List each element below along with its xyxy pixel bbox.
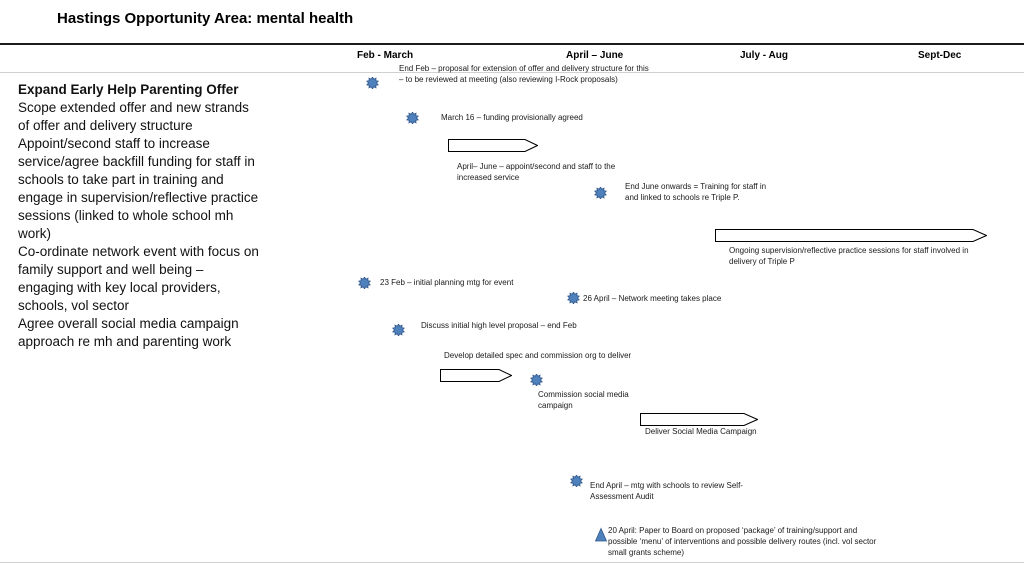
activity-label-deliver-campaign: Deliver Social Media Campaign [645, 427, 757, 436]
milestone-26-april-network: 26 April – Network meeting takes place [567, 292, 721, 304]
workstream-paragraph: Appoint/second staff to increase service… [18, 136, 259, 241]
milestone-label: End Feb – proposal for extension of offe… [399, 64, 649, 84]
timeline-arrow [715, 229, 987, 242]
timeline-arrow [640, 413, 758, 426]
star-marker-icon [530, 374, 543, 386]
milestone-label: March 16 – funding provisionally agreed [441, 113, 583, 122]
activity-label-appoint-second: April– June – appoint/second and staff t… [457, 162, 616, 182]
milestone-label: End April – mtg with schools to review S… [590, 481, 743, 501]
milestone-march-16-funding: March 16 – funding provisionally agreed [406, 112, 583, 124]
milestone-discuss-proposal: Discuss initial high level proposal – en… [392, 321, 577, 336]
star-marker-icon [406, 112, 419, 124]
star-marker-icon [366, 77, 379, 89]
workstream-description-panel: Expand Early Help Parenting Offer Scope … [18, 80, 260, 351]
triangle-marker-icon [595, 527, 607, 542]
milestone-end-feb-proposal: End Feb – proposal for extension of offe… [366, 64, 649, 89]
workstream-paragraph: Co-ordinate network event with focus on … [18, 244, 259, 313]
timeline-arrow [440, 369, 512, 382]
star-marker-icon [358, 277, 371, 289]
milestone-label: 26 April – Network meeting takes place [583, 294, 722, 303]
milestone-label: End June onwards = Training for staff in… [625, 182, 767, 202]
star-marker-icon [570, 475, 583, 487]
workstream-heading: Expand Early Help Parenting Offer [18, 82, 239, 97]
star-marker-icon [567, 292, 580, 304]
column-header-july-aug: July - Aug [740, 50, 788, 61]
milestone-label: Discuss initial high level proposal – en… [421, 321, 577, 330]
milestone-commission-social-media: Commission social media campaign [530, 374, 629, 410]
activity-label-ongoing-supervision: Ongoing supervision/reflective practice … [729, 246, 969, 266]
workstream-paragraph: Agree overall social media campaign appr… [18, 316, 239, 349]
timeline-arrow [448, 139, 538, 152]
header-divider [0, 72, 1024, 73]
milestone-label: Commission social media campaign [538, 390, 629, 410]
star-marker-icon [392, 324, 405, 336]
column-header-sept-dec: Sept-Dec [918, 50, 962, 61]
milestone-label: 20 April: Paper to Board on proposed ‘pa… [608, 526, 877, 557]
milestone-end-june-training: End June onwards = Training for staff in… [594, 182, 766, 202]
star-marker-icon [594, 187, 607, 199]
milestone-23-feb-planning: 23 Feb – initial planning mtg for event [358, 277, 513, 289]
workstream-paragraph: Scope extended offer and new strands of … [18, 100, 249, 133]
column-header-april-june: April – June [566, 50, 624, 61]
milestone-label: 23 Feb – initial planning mtg for event [380, 278, 514, 287]
milestone-20-april-board-paper: 20 April: Paper to Board on proposed ‘pa… [595, 526, 876, 557]
milestone-end-april-audit: End April – mtg with schools to review S… [570, 475, 743, 501]
bottom-divider [0, 562, 1024, 563]
activity-label-develop-spec: Develop detailed spec and commission org… [444, 351, 632, 360]
column-header-feb-march: Feb - March [357, 50, 414, 61]
title-divider [0, 43, 1024, 45]
page-title: Hastings Opportunity Area: mental health [57, 10, 354, 27]
